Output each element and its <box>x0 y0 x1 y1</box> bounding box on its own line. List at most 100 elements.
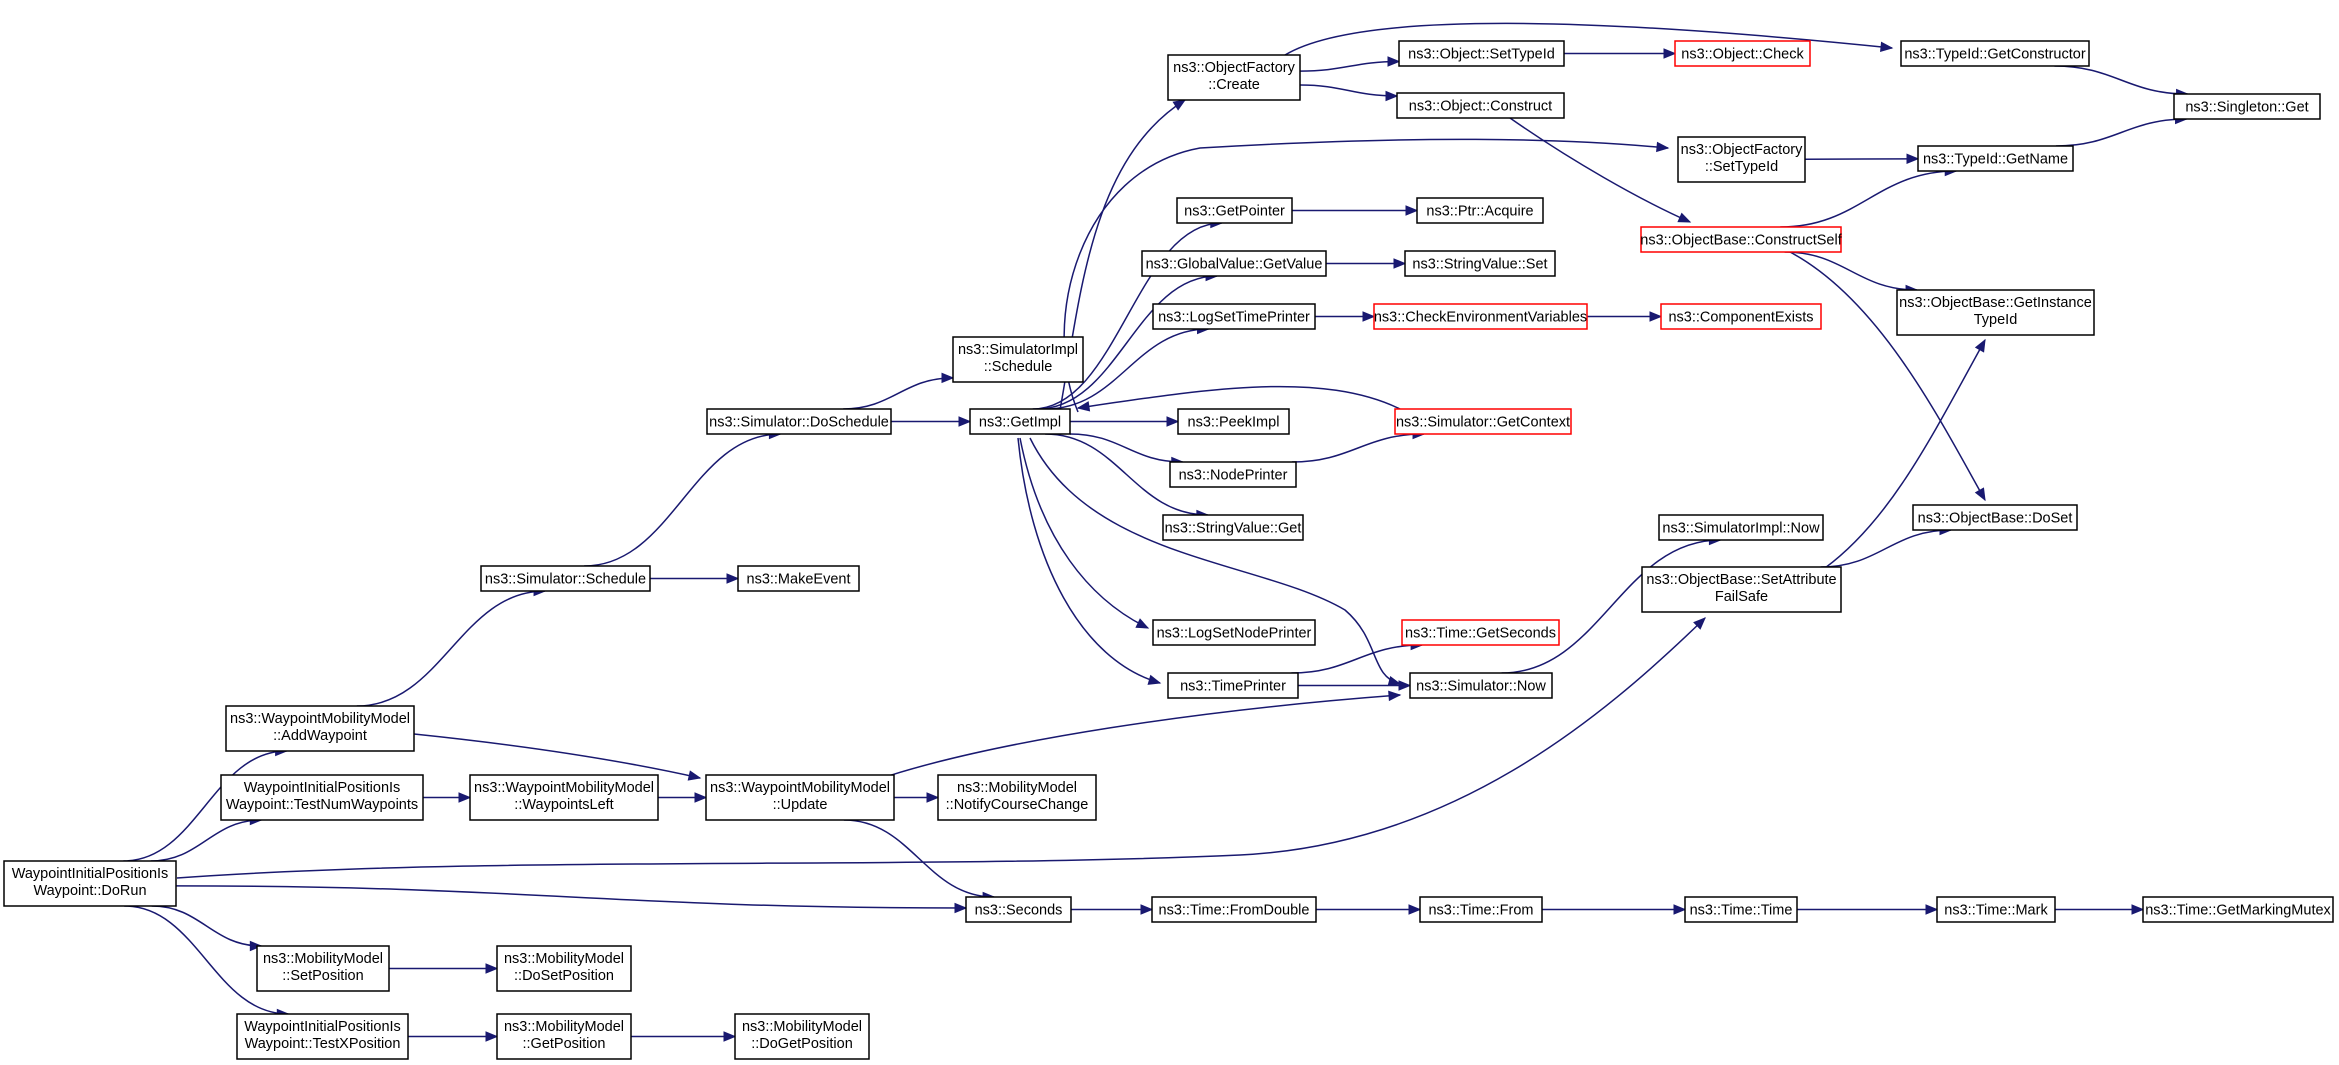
node-box <box>1641 566 1842 613</box>
node-constructself[interactable]: ns3::ObjectBase::ConstructSelf <box>1640 226 1843 253</box>
node-obdoset[interactable]: ns3::ObjectBase::DoSet <box>1912 504 2078 531</box>
edge-line <box>1017 437 1161 684</box>
node-gettypeconstructor[interactable]: ns3::TypeId::GetConstructor <box>1900 40 2090 67</box>
node-box <box>1917 145 2074 172</box>
node-box <box>225 705 415 752</box>
node-getpointer[interactable]: ns3::GetPointer <box>1176 197 1293 224</box>
node-simimplschedule[interactable]: ns3::SimulatorImpl::Schedule <box>952 336 1084 383</box>
arrow-head-icon <box>1147 674 1162 685</box>
node-singletonget[interactable]: ns3::Singleton::Get <box>2173 93 2321 120</box>
edge-line <box>1069 433 1183 463</box>
node-label: ns3::GetImpl <box>979 415 1061 431</box>
node-timemark[interactable]: ns3::Time::Mark <box>1936 896 2056 923</box>
node-box <box>1373 303 1588 330</box>
node-timegetseconds[interactable]: ns3::Time::GetSeconds <box>1401 619 1560 646</box>
node-label: ns3::ObjectBase::GetInstance <box>1899 295 2092 311</box>
arrow-head-icon <box>2131 904 2145 915</box>
node-box <box>1152 303 1316 330</box>
node-box <box>1404 250 1556 277</box>
node-box <box>1912 504 2078 531</box>
node-label: ns3::Time::GetSeconds <box>1405 626 1556 642</box>
edge-line <box>884 694 1401 778</box>
node-testxposition[interactable]: WaypointInitialPositionIsWaypoint::TestX… <box>236 1013 409 1060</box>
node-testnumwaypoints[interactable]: WaypointInitialPositionIsWaypoint::TestN… <box>220 774 424 821</box>
node-seconds[interactable]: ns3::Seconds <box>965 896 1072 923</box>
node-simnow[interactable]: ns3::Simulator::Now <box>1409 672 1553 699</box>
node-update[interactable]: ns3::WaypointMobilityModel::Update <box>705 774 895 821</box>
node-ofsettypeid[interactable]: ns3::ObjectFactory::SetTypeId <box>1677 136 1806 183</box>
node-label: ns3::MobilityModel <box>263 951 383 967</box>
node-timeprinter[interactable]: ns3::TimePrinter <box>1167 672 1299 699</box>
node-typeidgetname[interactable]: ns3::TypeId::GetName <box>1917 145 2074 172</box>
edge-line <box>1045 433 1208 516</box>
arrow-head-icon <box>694 792 708 803</box>
node-waypointsleft[interactable]: ns3::WaypointMobilityModel::WaypointsLef… <box>469 774 659 821</box>
node-addwaypoint[interactable]: ns3::WaypointMobilityModel::AddWaypoint <box>225 705 415 752</box>
node-stringvalueget[interactable]: ns3::StringValue::Get <box>1162 514 1304 541</box>
node-simgetcontext[interactable]: ns3::Simulator::GetContext <box>1394 408 1572 435</box>
edge-ofsettypeid-to-typeidgetname <box>1804 153 1920 165</box>
node-timetime[interactable]: ns3::Time::Time <box>1684 896 1798 923</box>
node-label: ns3::LogSetNodePrinter <box>1157 626 1312 642</box>
node-label: ::AddWaypoint <box>273 728 367 744</box>
node-ptracquire[interactable]: ns3::Ptr::Acquire <box>1416 197 1544 224</box>
node-dosetposition[interactable]: ns3::MobilityModel::DoSetPosition <box>496 945 632 992</box>
node-getmarkingmutex[interactable]: ns3::Time::GetMarkingMutex <box>2142 896 2334 923</box>
node-label: ns3::TypeId::GetConstructor <box>1904 47 2086 63</box>
node-box <box>1660 303 1822 330</box>
node-notifycourse[interactable]: ns3::MobilityModel::NotifyCourseChange <box>937 774 1097 821</box>
edge-getimpl-to-timeprinter <box>1017 437 1162 685</box>
node-box <box>705 774 895 821</box>
node-objfactorycreate[interactable]: ns3::ObjectFactory::Create <box>1167 54 1301 101</box>
node-simimplnow[interactable]: ns3::SimulatorImpl::Now <box>1658 514 1824 541</box>
arrow-head-icon <box>485 1031 499 1042</box>
arrow-head-icon <box>1677 212 1692 223</box>
arrow-head-icon <box>687 770 702 781</box>
node-setposition[interactable]: ns3::MobilityModel::SetPosition <box>256 945 390 992</box>
arrow-head-icon <box>1362 311 1376 322</box>
node-checkenv[interactable]: ns3::CheckEnvironmentVariables <box>1373 303 1588 330</box>
node-box <box>496 1013 632 1060</box>
arrow-head-icon <box>1925 904 1939 915</box>
node-stringvalueset[interactable]: ns3::StringValue::Set <box>1404 250 1556 277</box>
node-box <box>236 1013 409 1060</box>
node-objsettypeid[interactable]: ns3::Object::SetTypeId <box>1398 40 1565 67</box>
arrow-head-icon <box>1656 141 1670 153</box>
node-box <box>965 896 1072 923</box>
node-logsettimeprinter[interactable]: ns3::LogSetTimePrinter <box>1152 303 1316 330</box>
node-label: ns3::LogSetTimePrinter <box>1158 310 1310 326</box>
edge-simschedule-to-makeevent <box>650 573 740 584</box>
edge-line <box>1032 222 1222 410</box>
node-getimpl[interactable]: ns3::GetImpl <box>969 408 1071 435</box>
node-dogetposition[interactable]: ns3::MobilityModel::DoGetPosition <box>734 1013 870 1060</box>
edge-timeprinter-to-simnow <box>1297 680 1412 691</box>
node-makeevent[interactable]: ns3::MakeEvent <box>737 565 860 592</box>
node-objcheck[interactable]: ns3::Object::Check <box>1674 40 1811 67</box>
node-label: ns3::MobilityModel <box>742 1019 862 1035</box>
node-label: ns3::Object::Check <box>1681 47 1804 63</box>
node-timefromdouble[interactable]: ns3::Time::FromDouble <box>1151 896 1317 923</box>
node-box <box>952 336 1084 383</box>
arrow-head-icon <box>1393 258 1407 269</box>
node-timefrom[interactable]: ns3::Time::From <box>1419 896 1543 923</box>
edge-line <box>843 819 995 898</box>
node-logsetnodeprinter[interactable]: ns3::LogSetNodePrinter <box>1152 619 1316 646</box>
node-getposition[interactable]: ns3::MobilityModel::GetPosition <box>496 1013 632 1060</box>
node-box <box>937 774 1097 821</box>
arrow-head-icon <box>485 963 499 974</box>
arrow-head-icon <box>1387 56 1401 67</box>
node-componentexists[interactable]: ns3::ComponentExists <box>1660 303 1822 330</box>
node-label: ns3::MobilityModel <box>957 780 1077 796</box>
node-simschedule[interactable]: ns3::Simulator::Schedule <box>480 565 651 592</box>
arrow-head-icon <box>1673 904 1687 915</box>
node-peekimpl[interactable]: ns3::PeekImpl <box>1177 408 1290 435</box>
node-doschedule[interactable]: ns3::Simulator::DoSchedule <box>706 408 892 435</box>
node-label: ns3::MobilityModel <box>504 1019 624 1035</box>
node-objconstruct[interactable]: ns3::Object::Construct <box>1396 92 1565 119</box>
node-nodeprinter[interactable]: ns3::NodePrinter <box>1169 461 1297 488</box>
node-gvgetvalue[interactable]: ns3::GlobalValue::GetValue <box>1141 250 1327 277</box>
